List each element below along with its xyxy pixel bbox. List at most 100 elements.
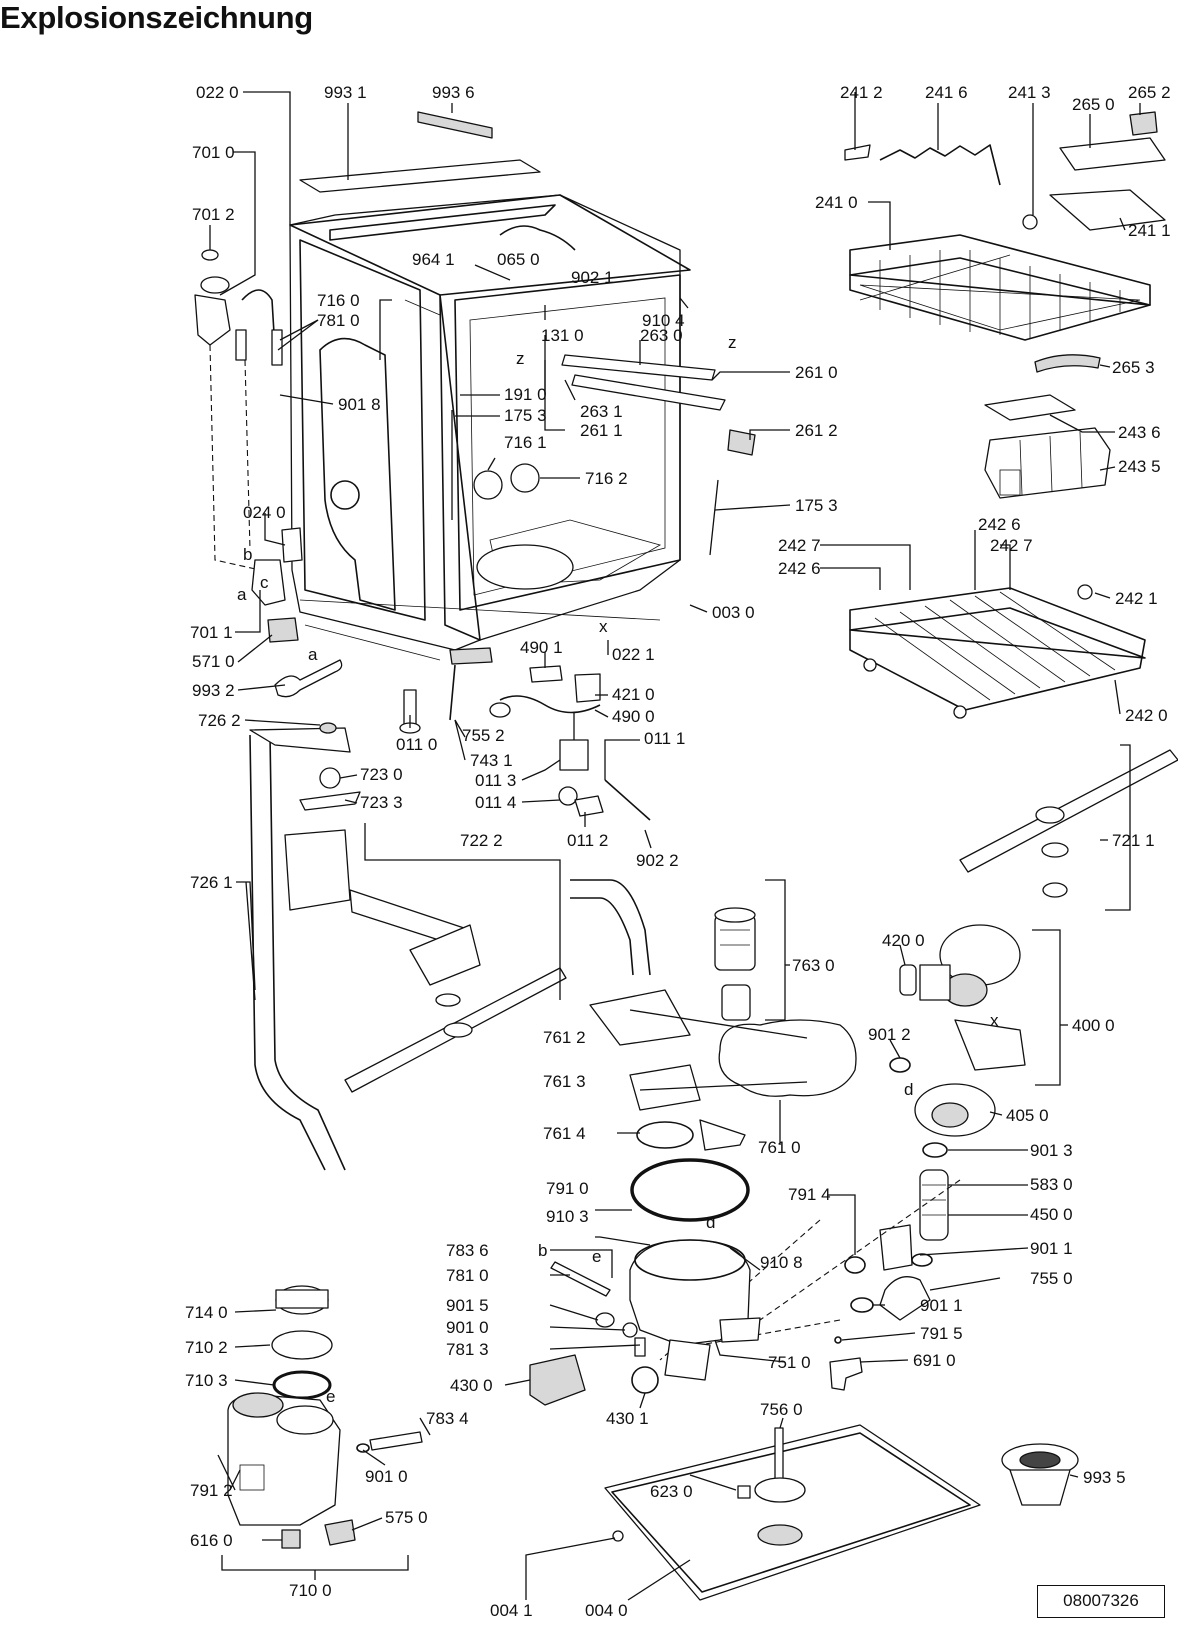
part-label: 761 3 — [543, 1072, 586, 1091]
part-label: 901 0 — [446, 1318, 489, 1337]
marker-letter: a — [237, 585, 247, 604]
document-number-box: 08007326 — [1037, 1585, 1165, 1618]
part-pin-781 — [550, 1261, 611, 1297]
part-pipe-761 — [570, 879, 651, 976]
part-label: 175 3 — [795, 496, 838, 515]
part-valve-583 — [879, 1224, 913, 1271]
part-label: 901 3 — [1030, 1141, 1073, 1160]
part-knob-242-1 — [1077, 584, 1093, 600]
part-clip-241-2 — [844, 144, 871, 161]
marker-letter: b — [538, 1241, 547, 1260]
part-label: 004 0 — [585, 1601, 628, 1620]
marker-letter: z — [728, 333, 737, 352]
part-label: 791 0 — [546, 1179, 589, 1198]
part-label: 710 0 — [289, 1581, 332, 1600]
part-ring-901-5 — [595, 1312, 615, 1328]
part-label: 263 1 — [580, 402, 623, 421]
part-cutlery-basket-243-5 — [984, 427, 1111, 499]
part-cap-701-2 — [201, 249, 219, 261]
part-label: 420 0 — [882, 931, 925, 950]
part-label: 743 1 — [470, 751, 513, 770]
part-cable-490 — [499, 695, 601, 714]
part-label: 261 0 — [795, 363, 838, 382]
part-label: 781 3 — [446, 1340, 489, 1359]
part-clip-265-2 — [1129, 111, 1158, 136]
part-label: 993 1 — [324, 83, 367, 102]
part-switch-616 — [281, 1529, 301, 1549]
part-bracket-024 — [281, 527, 303, 563]
part-label: 701 0 — [192, 143, 235, 162]
part-label: 616 0 — [190, 1531, 233, 1550]
part-label: 902 1 — [571, 268, 614, 287]
part-label: 571 0 — [192, 652, 235, 671]
part-label: 265 2 — [1128, 83, 1171, 102]
part-label: 721 1 — [1112, 831, 1155, 850]
part-label: 265 3 — [1112, 358, 1155, 377]
part-label: 716 1 — [504, 433, 547, 452]
part-label: 265 0 — [1072, 95, 1115, 114]
part-knob-241-3 — [1022, 214, 1038, 230]
part-wire-241-6 — [879, 144, 1001, 186]
part-label: 901 8 — [338, 395, 381, 414]
part-spray-arm-721 — [959, 749, 1178, 898]
part-filter-761-2 — [589, 989, 691, 1046]
part-label: 011 4 — [475, 793, 516, 812]
part-sump-751 — [629, 1239, 761, 1381]
part-cover-strip — [299, 159, 541, 193]
part-label: 583 0 — [1030, 1175, 1073, 1194]
marker-letter: z — [516, 349, 525, 368]
part-label: 902 2 — [636, 851, 679, 870]
part-ring-901-0a — [622, 1322, 638, 1338]
marker-letter: x — [990, 1011, 999, 1030]
part-label: 723 0 — [360, 765, 403, 784]
marker-letter: e — [592, 1247, 601, 1266]
part-label: 241 2 — [840, 83, 883, 102]
part-label: 175 3 — [504, 406, 547, 425]
part-hose-701 — [241, 289, 276, 351]
marker-letter: a — [308, 645, 318, 664]
part-label: 011 3 — [475, 771, 516, 790]
part-label: 761 4 — [543, 1124, 586, 1143]
part-switch-575 — [324, 1519, 356, 1546]
page-title: Explosionszeichnung — [0, 0, 313, 35]
part-label: 761 2 — [543, 1028, 586, 1047]
part-label: 242 0 — [1125, 706, 1168, 725]
part-label: 242 6 — [778, 559, 821, 578]
part-clamp-901-2 — [889, 1057, 911, 1073]
part-funnel-993-5 — [1001, 1443, 1079, 1506]
part-label: 242 1 — [1115, 589, 1158, 608]
part-pump-405 — [914, 1083, 996, 1137]
part-spring-781-3 — [634, 1337, 646, 1357]
part-label: 910 8 — [760, 1253, 803, 1272]
part-label: 726 1 — [190, 873, 233, 892]
marker-letter: c — [260, 573, 269, 592]
part-label: 964 1 — [412, 250, 455, 269]
part-label: 722 2 — [460, 831, 503, 850]
part-label: 901 0 — [365, 1467, 408, 1486]
part-seal-strip — [417, 111, 493, 139]
part-foot-011-3 — [559, 739, 589, 771]
part-hub-722 — [284, 829, 351, 911]
part-label: 726 2 — [198, 711, 241, 730]
part-label: 783 6 — [446, 1241, 489, 1260]
part-label: 710 3 — [185, 1371, 228, 1390]
part-bracket-701-1 — [251, 559, 286, 606]
part-label: 763 0 — [792, 956, 835, 975]
part-label: 701 1 — [190, 623, 233, 642]
part-basket-243-6 — [984, 394, 1076, 421]
part-label: 710 2 — [185, 1338, 228, 1357]
part-label: 241 6 — [925, 83, 968, 102]
part-label: 450 0 — [1030, 1205, 1073, 1224]
part-clamp-901-3 — [922, 1142, 948, 1158]
part-label: 263 0 — [640, 326, 683, 345]
part-label: 011 0 — [396, 735, 437, 754]
part-gasket-726-2 — [319, 722, 337, 734]
part-seal-ring-791 — [630, 1158, 750, 1222]
part-handle-265-3 — [1034, 354, 1101, 373]
part-rail-265-0 — [1059, 137, 1166, 171]
part-labels: 022 0 993 1 993 6 701 0 701 2 964 1 065 … — [185, 83, 1171, 1620]
marker-letter: x — [599, 617, 608, 636]
part-pipe-726 — [249, 734, 346, 1171]
part-bracket-261-2 — [727, 429, 756, 456]
part-label: 723 3 — [360, 793, 403, 812]
